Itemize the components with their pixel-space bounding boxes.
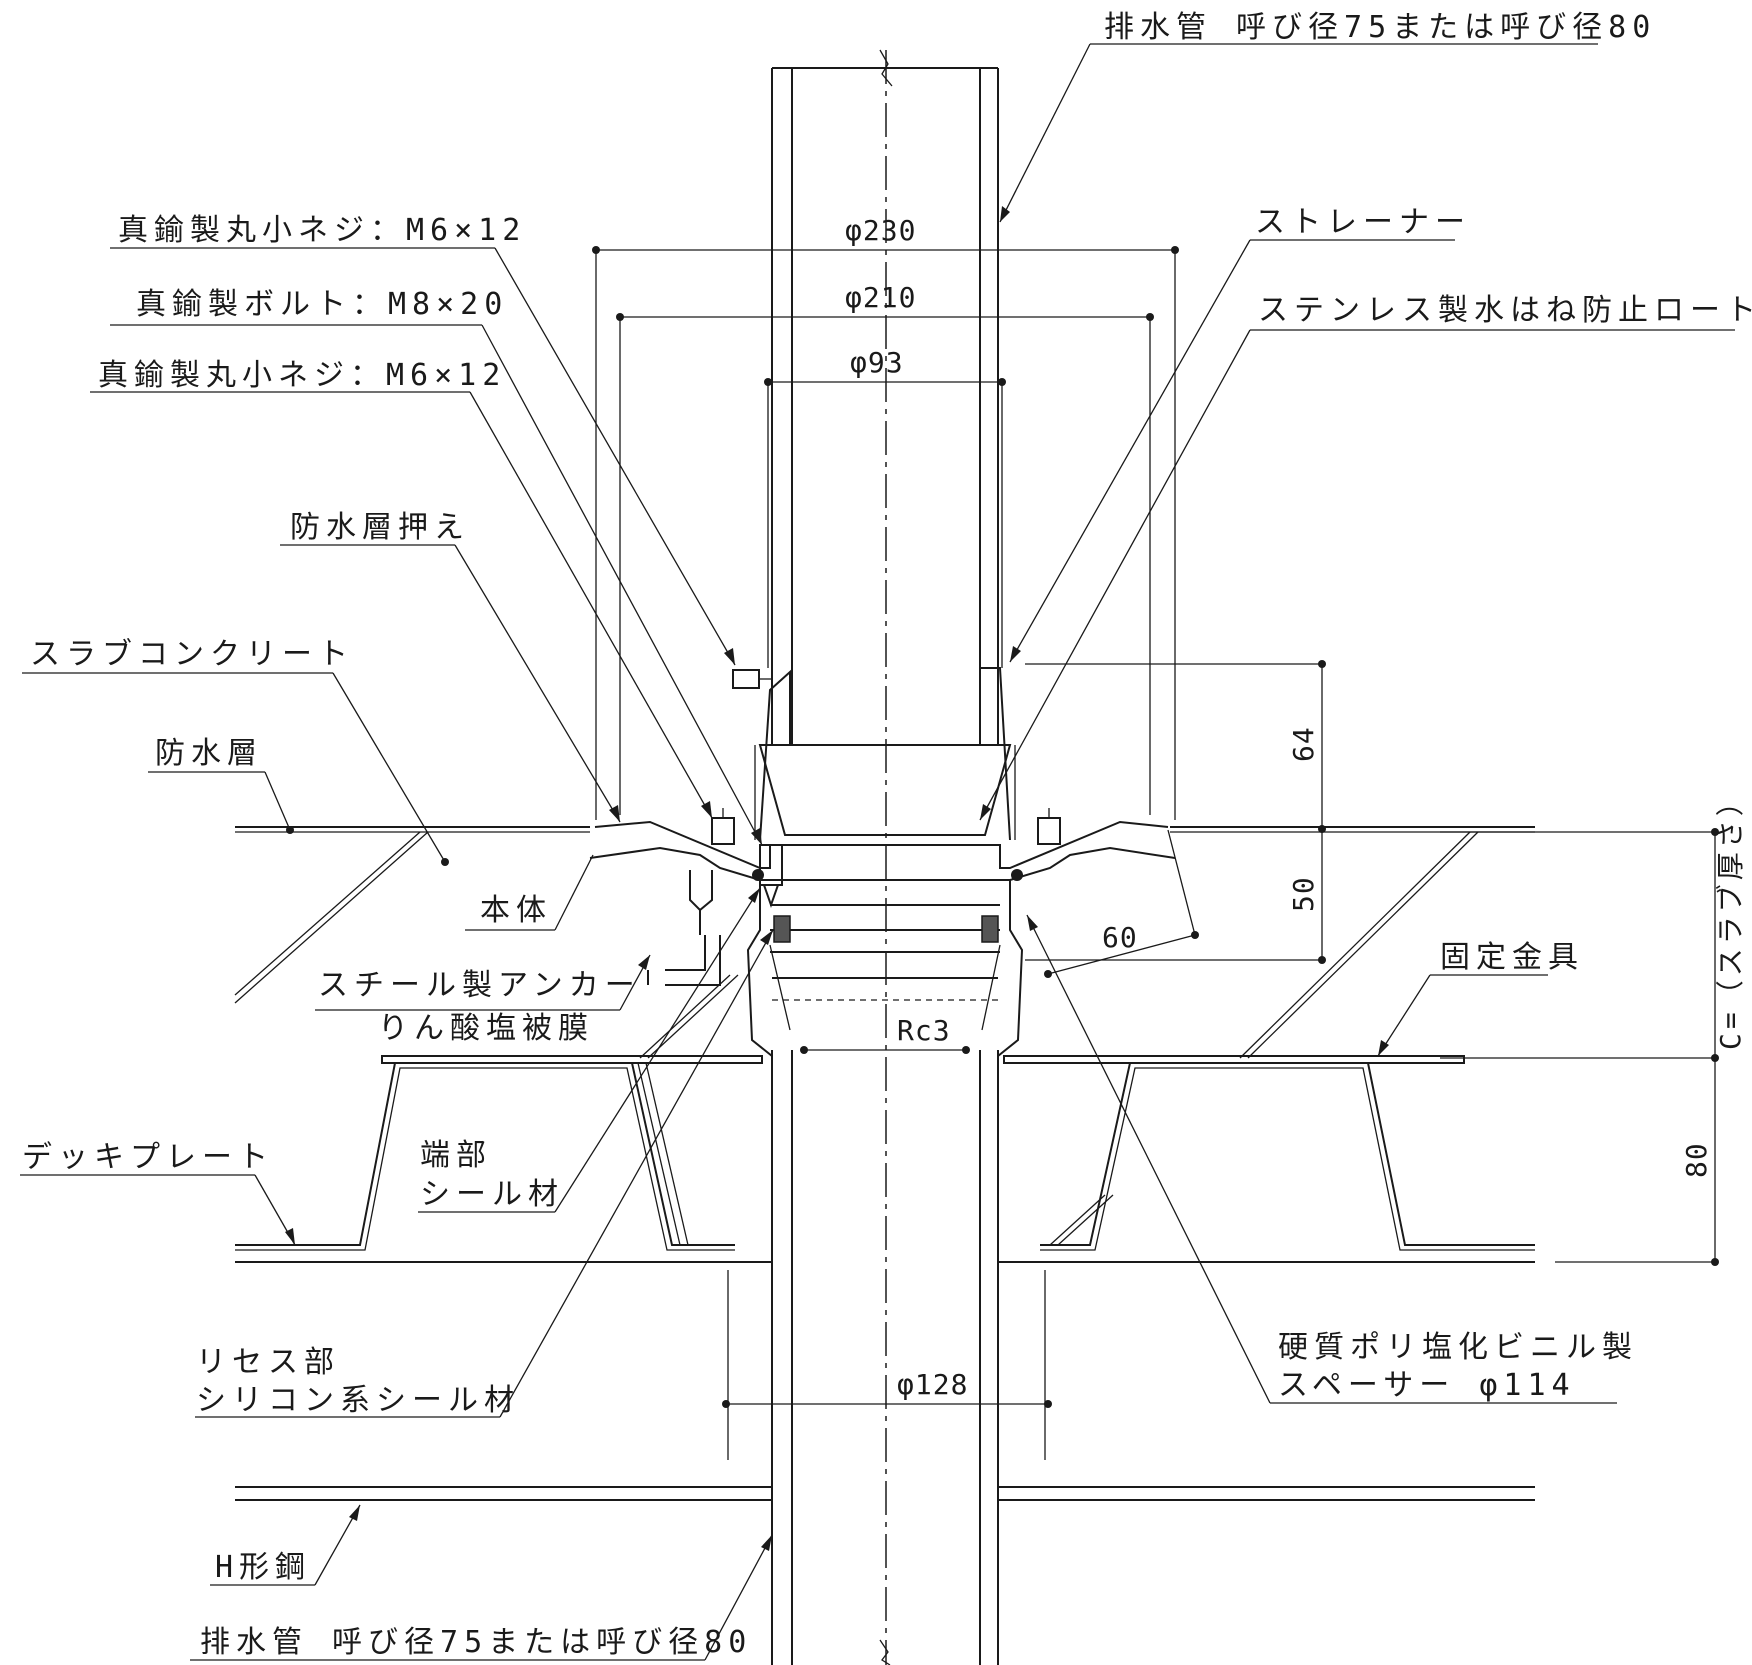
- fixing-bracket-plate: [381, 1055, 1465, 1064]
- label-drain-pipe-bottom: 排水管 呼び径75または呼び径80: [200, 1625, 752, 1660]
- dimension-text: φ230 φ210 φ93 Rc3 φ128 60 64 50 80 C=（スラ…: [845, 214, 1747, 1401]
- label-splash-funnel: ステンレス製水はね防止ロート: [1258, 293, 1752, 328]
- label-slab-concrete: スラブコンクリート: [30, 637, 354, 672]
- dimension-lines: [592, 246, 1719, 1408]
- label-end-seal-1: 端部: [420, 1138, 492, 1173]
- label-steel-anchor: スチール製アンカー: [318, 968, 641, 1003]
- label-waterproof-layer: 防水層: [155, 736, 263, 771]
- label-end-seal-2: シール材: [420, 1177, 564, 1212]
- label-recess-1: リセス部: [196, 1345, 340, 1380]
- label-body: 本体: [480, 893, 552, 928]
- label-recess-2: シリコン系シール材: [196, 1383, 520, 1418]
- dim-slab-thickness: C=（スラブ厚さ）: [1714, 784, 1747, 1050]
- dim-50: 50: [1287, 876, 1320, 912]
- dim-60: 60: [1102, 921, 1138, 954]
- label-spacer-2: スペーサー φ114: [1278, 1368, 1576, 1403]
- label-deck-plate: デッキプレート: [22, 1140, 274, 1175]
- seal-materials: [752, 869, 1023, 943]
- h-steel-flange: [235, 1270, 1535, 1501]
- slab-hatch: [234, 831, 1479, 1246]
- label-fixing-bracket: 固定金具: [1440, 940, 1584, 975]
- dim-phi-230: φ230: [845, 214, 916, 247]
- label-h-steel: H形鋼: [215, 1550, 311, 1585]
- label-waterproof-press: 防水層押え: [290, 510, 470, 545]
- waterproof-layer-line: [235, 826, 1535, 833]
- dim-64: 64: [1287, 726, 1320, 762]
- deck-plate: [235, 1062, 1535, 1263]
- dim-rc3: Rc3: [897, 1014, 951, 1047]
- label-bolt: 真鍮製ボルト：M8×20: [136, 287, 508, 322]
- dim-phi-210: φ210: [845, 281, 916, 314]
- dim-phi-93: φ93: [850, 346, 904, 379]
- dim-80: 80: [1680, 1142, 1713, 1178]
- label-drain-pipe-top: 排水管 呼び径75または呼び径80: [1104, 10, 1656, 45]
- drain-body: [589, 667, 1176, 1057]
- dim-phi-128: φ128: [897, 1368, 968, 1401]
- drain-pipe-lower: [771, 1050, 999, 1665]
- label-spacer-1: 硬質ポリ塩化ビニル製: [1278, 1330, 1638, 1365]
- bolts: [711, 669, 1061, 909]
- labels: 排水管 呼び径75または呼び径80 ストレーナー ステンレス製水はね防止ロート …: [22, 10, 1752, 1660]
- label-screw-top: 真鍮製丸小ネジ：M6×12: [118, 213, 526, 248]
- drain-pipe-upper: [771, 49, 999, 745]
- label-phosphate-coat: りん酸塩被膜: [378, 1011, 594, 1046]
- label-strainer: ストレーナー: [1255, 205, 1471, 240]
- leader-lines: [20, 43, 1735, 1661]
- label-screw-mid: 真鍮製丸小ネジ：M6×12: [98, 358, 506, 393]
